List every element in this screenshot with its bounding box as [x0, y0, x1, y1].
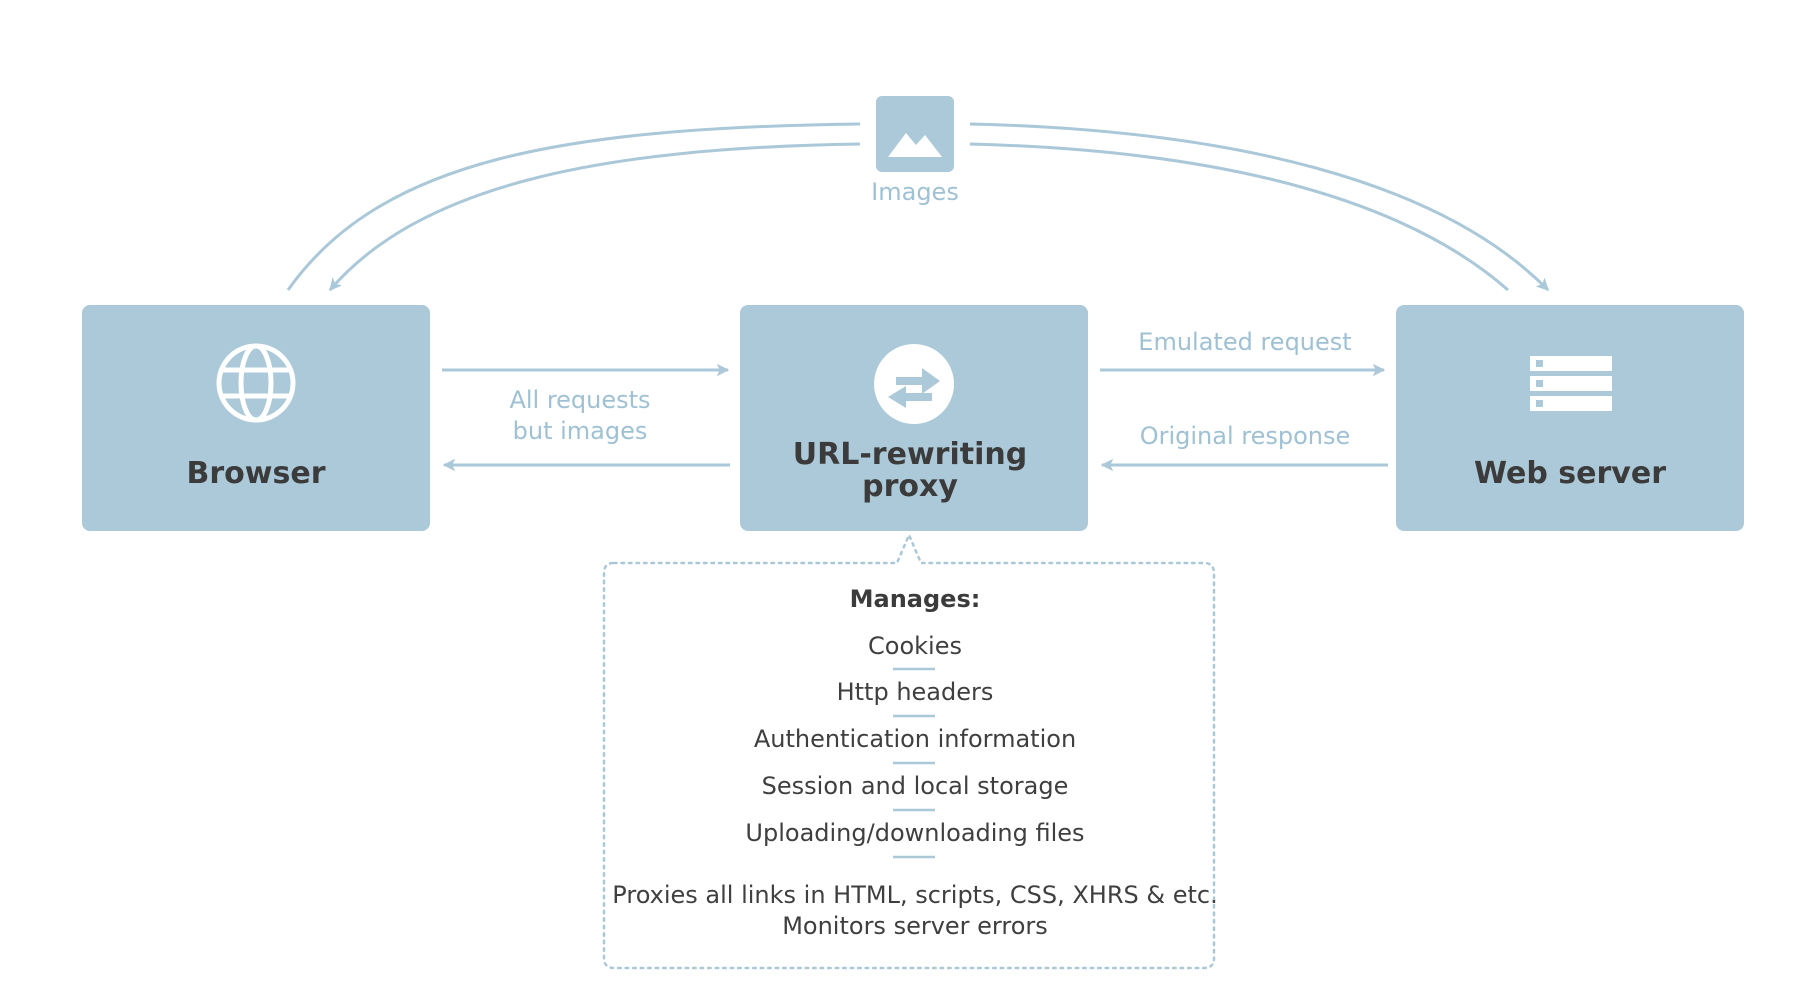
- proxy-label-line1: URL-rewriting: [793, 437, 1027, 472]
- manages-callout-border: [602, 531, 1216, 970]
- arc-images-to-browser-arrow: [328, 142, 861, 291]
- manages-item-authentication: Authentication information: [754, 725, 1076, 753]
- server-node: Web server: [1396, 305, 1744, 531]
- globe-icon: [216, 343, 296, 423]
- images-label: Images: [871, 178, 959, 206]
- proxy-label-line2: proxy: [862, 469, 958, 504]
- browser-label: Browser: [187, 456, 326, 491]
- all-requests-label-line2: but images: [513, 417, 648, 445]
- arc-images-to-browser: [286, 122, 861, 291]
- original-response-label: Original response: [1140, 422, 1351, 450]
- arc-images-to-server: [969, 142, 1509, 292]
- manages-title: Manages:: [850, 585, 981, 613]
- server-label: Web server: [1474, 456, 1666, 491]
- manages-footer-line1: Proxies all links in HTML, scripts, CSS,…: [612, 881, 1217, 909]
- arc-images-to-server-arrow: [969, 122, 1550, 292]
- swap-arrows-icon: [874, 344, 954, 424]
- emulated-request-label: Emulated request: [1138, 328, 1351, 356]
- manages-item-uploading: Uploading/downloading files: [745, 819, 1084, 847]
- manages-item-cookies: Cookies: [868, 632, 962, 660]
- proxy-node: URL-rewriting proxy: [740, 305, 1088, 531]
- all-requests-label-line1: All requests: [509, 386, 650, 414]
- browser-node: Browser: [82, 305, 430, 531]
- server-icon: [1530, 356, 1612, 411]
- manages-item-http-headers: Http headers: [837, 678, 994, 706]
- manages-footer-line2: Monitors server errors: [782, 912, 1048, 940]
- image-icon: [876, 96, 954, 172]
- manages-item-session-storage: Session and local storage: [762, 772, 1069, 800]
